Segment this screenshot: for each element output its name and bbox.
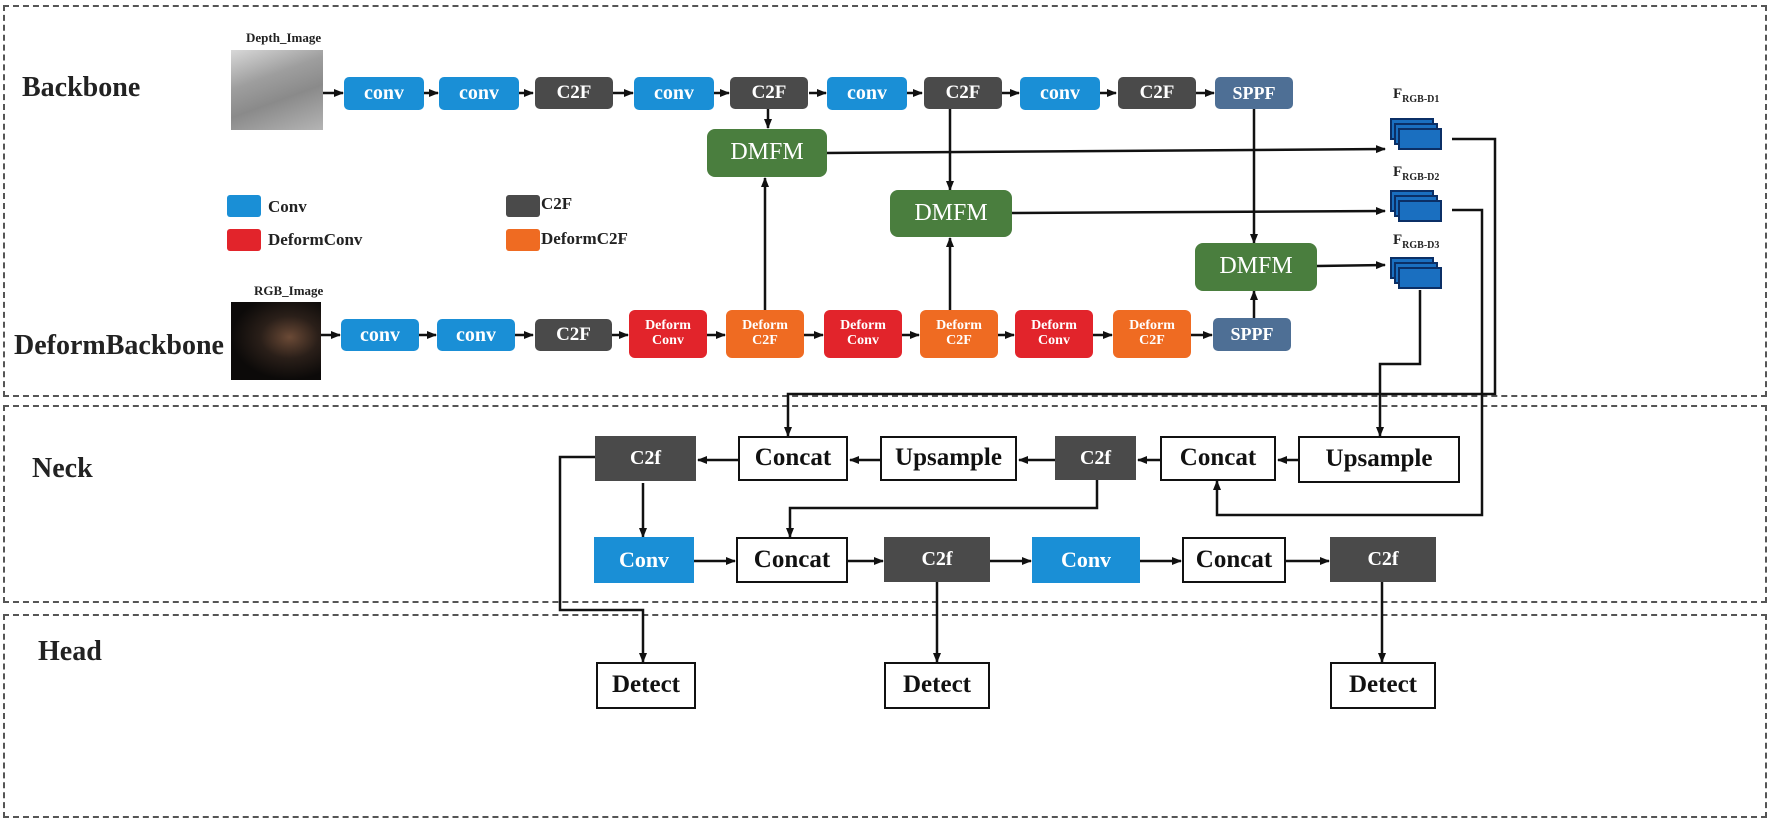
feature-label-d3: FRGB-D3	[1393, 232, 1440, 251]
backbone-conv-1: conv	[344, 77, 424, 110]
deform-c2f-1: Deform C2F	[726, 310, 804, 358]
section-title-head: Head	[38, 636, 102, 667]
backbone-c2f-4: C2F	[1118, 77, 1196, 109]
deform-conv-1: Deform Conv	[629, 310, 707, 358]
backbone-conv-2: conv	[439, 77, 519, 110]
deform-c2f-2: Deform C2F	[920, 310, 998, 358]
dmfm-2: DMFM	[890, 190, 1012, 237]
neck-upsample-1: Upsample	[880, 436, 1017, 481]
legend-label-deform-conv: DeformConv	[268, 230, 363, 249]
feature-label-d2: FRGB-D2	[1393, 164, 1440, 183]
neck-conv-2: Conv	[1032, 537, 1140, 583]
backbone-sppf: SPPF	[1215, 77, 1293, 109]
head-region	[3, 614, 1767, 818]
dmfm-1: DMFM	[707, 129, 827, 177]
legend-label-c2f: C2F	[541, 194, 573, 213]
deform-backbone-conv-1: conv	[341, 319, 419, 351]
backbone-conv-5: conv	[1020, 77, 1100, 110]
deform-conv-2: Deform Conv	[824, 310, 902, 358]
section-title-backbone: Backbone	[22, 72, 141, 103]
neck-c2f-1: C2f	[595, 436, 696, 481]
deform-backbone-sppf: SPPF	[1213, 318, 1291, 351]
section-title-neck: Neck	[32, 453, 93, 484]
neck-concat-4: Concat	[1182, 537, 1286, 583]
backbone-conv-3: conv	[634, 77, 714, 110]
feature-map-d3-icon	[1390, 257, 1442, 289]
legend-label-deform-c2f: DeformC2F	[541, 229, 628, 248]
rgb-image	[231, 302, 321, 380]
section-title-deform-backbone: DeformBackbone	[14, 330, 224, 361]
deform-c2f-3: Deform C2F	[1113, 310, 1191, 358]
deform-backbone-conv-2: conv	[437, 319, 515, 351]
neck-c2f-2: C2f	[1055, 436, 1136, 480]
neck-concat-3: Concat	[736, 537, 848, 583]
legend-swatch-conv	[227, 195, 261, 217]
neck-upsample-2: Upsample	[1298, 436, 1460, 483]
feature-label-d1: FRGB-D1	[1393, 86, 1440, 105]
deform-conv-3: Deform Conv	[1015, 310, 1093, 358]
neck-region	[3, 405, 1767, 603]
dmfm-3: DMFM	[1195, 243, 1317, 291]
neck-concat-2: Concat	[1160, 436, 1276, 481]
backbone-conv-4: conv	[827, 77, 907, 110]
neck-concat-1: Concat	[738, 436, 848, 481]
depth-image-label: Depth_Image	[246, 30, 322, 45]
legend-label-conv: Conv	[268, 197, 307, 216]
detect-2: Detect	[884, 662, 990, 709]
neck-c2f-4: C2f	[1330, 537, 1436, 582]
backbone-c2f-3: C2F	[924, 77, 1002, 109]
neck-c2f-3: C2f	[884, 537, 990, 582]
backbone-c2f-2: C2F	[730, 77, 808, 109]
neck-conv-1: Conv	[594, 537, 694, 583]
feature-map-d2-icon	[1390, 190, 1442, 222]
detect-1: Detect	[596, 662, 696, 709]
deform-backbone-c2f: C2F	[535, 319, 612, 351]
legend-swatch-deform-conv	[227, 229, 261, 251]
detect-3: Detect	[1330, 662, 1436, 709]
depth-image	[231, 50, 323, 130]
backbone-c2f-1: C2F	[535, 77, 613, 109]
rgb-image-label: RGB_Image	[254, 283, 324, 298]
legend-swatch-deform-c2f	[506, 229, 540, 251]
backbone-region	[3, 5, 1767, 397]
legend-swatch-c2f	[506, 195, 540, 217]
feature-map-d1-icon	[1390, 118, 1442, 150]
